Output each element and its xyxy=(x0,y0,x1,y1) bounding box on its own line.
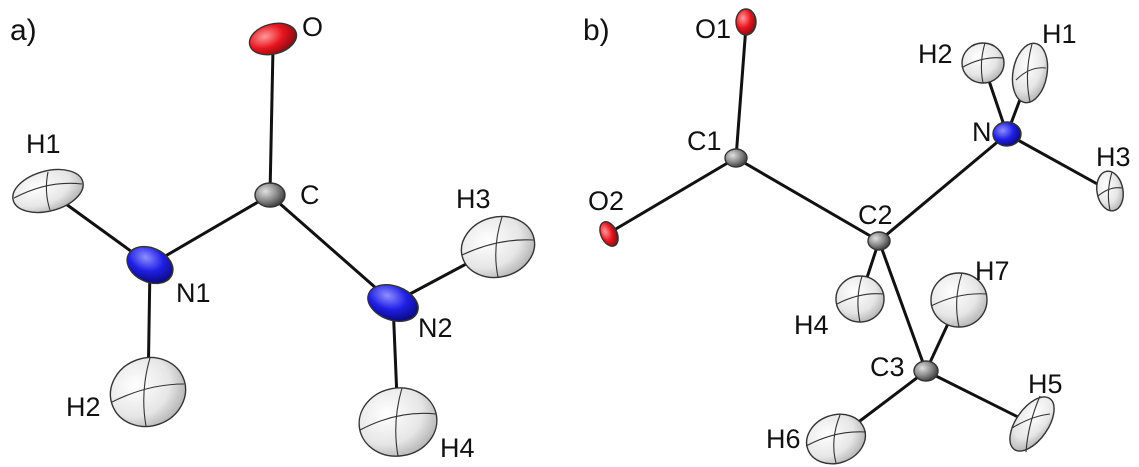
label-C: C xyxy=(300,180,320,210)
panel-b: b) xyxy=(583,8,1131,465)
bond-C1-O1 xyxy=(734,24,748,160)
bond-C1-C2 xyxy=(734,156,881,243)
atom-O1 xyxy=(735,8,757,36)
bond-C-N1 xyxy=(148,193,272,267)
panel-b-label: b) xyxy=(583,14,610,47)
atom-H2 xyxy=(109,356,187,428)
atoms-a xyxy=(12,22,536,457)
label-H3: H3 xyxy=(456,184,491,214)
bond-C2-C3 xyxy=(877,239,928,373)
label-H2: H2 xyxy=(918,39,953,69)
atom-N2 xyxy=(367,284,419,322)
bond-C-O xyxy=(268,46,275,197)
atom-H5-b xyxy=(1009,395,1055,453)
bonds-a xyxy=(46,46,500,424)
atom-N xyxy=(992,121,1022,147)
label-H2: H2 xyxy=(66,392,101,422)
label-H1: H1 xyxy=(1042,19,1077,49)
atom-N1 xyxy=(126,245,174,285)
label-O: O xyxy=(302,12,323,42)
atom-O xyxy=(248,22,298,56)
atoms-b xyxy=(599,8,1124,465)
label-H7: H7 xyxy=(975,256,1010,286)
atom-C3 xyxy=(913,360,939,382)
atom-C2 xyxy=(867,231,891,251)
atom-H4 xyxy=(358,387,438,457)
atom-H4-b xyxy=(835,275,885,323)
atom-H1-b xyxy=(1011,42,1049,104)
label-O2: O2 xyxy=(588,186,624,216)
atom-H7-b xyxy=(930,272,988,328)
labels-a: O C N1 N2 H1 H2 H3 H4 xyxy=(26,12,491,463)
panel-a-label: a) xyxy=(10,14,37,47)
atom-O2 xyxy=(599,221,619,247)
atom-H3 xyxy=(460,215,536,279)
panel-a: a) xyxy=(10,12,536,463)
label-N2: N2 xyxy=(418,313,453,343)
atom-C xyxy=(254,182,286,208)
bond-N-H3 xyxy=(1005,132,1112,193)
bond-C1-O2 xyxy=(607,156,738,235)
atom-C1 xyxy=(724,148,748,168)
label-H4: H4 xyxy=(440,433,475,463)
label-N1: N1 xyxy=(176,278,211,308)
atom-H2-b xyxy=(961,42,1005,84)
label-N: N xyxy=(972,117,992,147)
label-C1: C1 xyxy=(687,126,722,156)
bond-C-N2 xyxy=(268,193,395,305)
label-H3: H3 xyxy=(1096,142,1131,172)
label-C2: C2 xyxy=(858,200,893,230)
atom-H6-b xyxy=(805,413,867,465)
atom-H1 xyxy=(12,168,84,214)
atom-H3-b xyxy=(1096,170,1124,212)
label-H1: H1 xyxy=(26,129,61,159)
label-C3: C3 xyxy=(870,352,905,382)
label-H6: H6 xyxy=(766,424,801,454)
bond-C2-N xyxy=(877,132,1009,243)
label-O1: O1 xyxy=(695,14,731,44)
label-H4: H4 xyxy=(794,310,829,340)
labels-b: O1 O2 C1 C2 C3 N H1 H2 H3 H4 H5 H6 H7 xyxy=(588,14,1131,454)
label-H5: H5 xyxy=(1028,369,1063,399)
bond-C3-H5 xyxy=(924,369,1034,426)
